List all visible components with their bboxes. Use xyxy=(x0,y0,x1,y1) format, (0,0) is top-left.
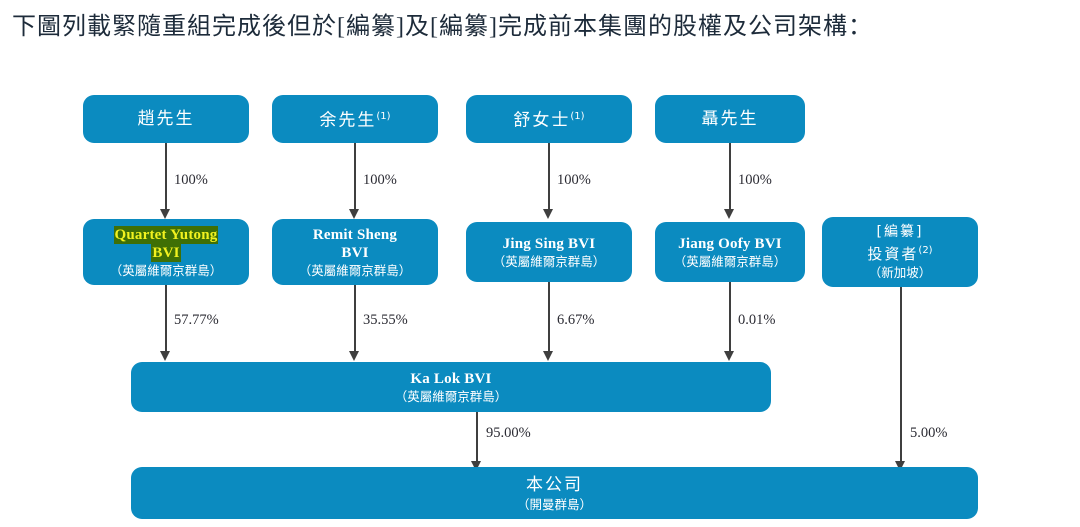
company-jurisdiction: （開曼群島） xyxy=(516,496,592,512)
entity-name-line1: Remit Sheng xyxy=(312,226,398,243)
connector-line-7 xyxy=(548,282,550,353)
company-box[interactable]: 本公司 （開曼群島） xyxy=(131,467,978,519)
page-title: 下圖列載緊隨重組完成後但於[編纂]及[編纂]完成前本集團的股權及公司架構： xyxy=(12,14,873,40)
connector-line-6 xyxy=(354,285,356,353)
company-name: 本公司 xyxy=(526,474,583,495)
connector-arrow-10 xyxy=(895,461,905,471)
bvi-entity-box-quartet-yutong[interactable]: Quartet Yutong BVI （英屬維爾京群島） xyxy=(83,219,249,285)
ownership-percent-1: 100% xyxy=(174,172,208,188)
shareholder-name: 聶先生 xyxy=(701,109,759,129)
ownership-percent-2: 100% xyxy=(363,172,397,188)
connector-arrow-6 xyxy=(349,351,359,361)
entity-jurisdiction: （英屬維爾京群島） xyxy=(109,262,223,278)
entity-jurisdiction: （英屬維爾京群島） xyxy=(673,253,787,269)
connector-line-8 xyxy=(729,282,731,353)
entity-name: Ka Lok BVI xyxy=(410,370,492,387)
connector-arrow-5 xyxy=(160,351,170,361)
connector-line-5 xyxy=(165,285,167,353)
entity-name-line1: Jiang Oofy BVI xyxy=(678,235,782,252)
connector-arrow-8 xyxy=(724,351,734,361)
connector-line-4 xyxy=(729,143,731,211)
shareholder-name: 余先生(1) xyxy=(319,110,391,131)
shareholder-box-1[interactable]: 趙先生 xyxy=(83,95,249,143)
ownership-percent-9: 95.00% xyxy=(486,425,531,441)
connector-line-9 xyxy=(476,412,478,465)
connector-line-3 xyxy=(548,143,550,211)
connector-line-10 xyxy=(900,287,902,465)
shareholder-box-3[interactable]: 舒女士(1) xyxy=(466,95,632,143)
entity-name-line1: Jing Sing BVI xyxy=(502,235,596,252)
entity-name-line2: BVI xyxy=(341,244,369,261)
connector-arrow-9 xyxy=(471,461,481,471)
ka-lok-bvi-box[interactable]: Ka Lok BVI （英屬維爾京群島） xyxy=(131,362,771,412)
ownership-percent-4: 100% xyxy=(738,172,772,188)
bvi-entity-box-jing-sing[interactable]: Jing Sing BVI （英屬維爾京群島） xyxy=(466,222,632,282)
ownership-percent-5: 57.77% xyxy=(174,312,219,328)
shareholder-box-2[interactable]: 余先生(1) xyxy=(272,95,438,143)
ownership-percent-3: 100% xyxy=(557,172,591,188)
investor-label: 投資者(2) xyxy=(867,245,933,263)
entity-name-line2: BVI xyxy=(151,243,181,262)
ownership-percent-7: 6.67% xyxy=(557,312,595,328)
shareholder-name: 舒女士(1) xyxy=(513,110,585,131)
bvi-entity-box-remit-sheng[interactable]: Remit Sheng BVI （英屬維爾京群島） xyxy=(272,219,438,285)
connector-line-2 xyxy=(354,143,356,211)
entity-jurisdiction: （英屬維爾京群島） xyxy=(492,253,606,269)
bvi-entity-box-jiang-oofy[interactable]: Jiang Oofy BVI （英屬維爾京群島） xyxy=(655,222,805,282)
ownership-percent-6: 35.55% xyxy=(363,312,408,328)
entity-name-line1: Quartet Yutong xyxy=(113,225,219,244)
entity-jurisdiction: （英屬維爾京群島） xyxy=(298,262,412,278)
investor-jurisdiction: （新加坡） xyxy=(868,265,932,280)
shareholder-box-4[interactable]: 聶先生 xyxy=(655,95,805,143)
connector-arrow-4 xyxy=(724,209,734,219)
ownership-percent-10: 5.00% xyxy=(910,425,948,441)
investor-box[interactable]: [編纂] 投資者(2) （新加坡） xyxy=(822,217,978,287)
connector-arrow-7 xyxy=(543,351,553,361)
connector-arrow-1 xyxy=(160,209,170,219)
connector-arrow-2 xyxy=(349,209,359,219)
connector-arrow-3 xyxy=(543,209,553,219)
connector-line-1 xyxy=(165,143,167,211)
shareholder-name: 趙先生 xyxy=(137,109,195,129)
ownership-percent-8: 0.01% xyxy=(738,312,776,328)
investor-label-bracket: [編纂] xyxy=(876,224,924,240)
entity-jurisdiction: （英屬維爾京群島） xyxy=(394,388,508,404)
